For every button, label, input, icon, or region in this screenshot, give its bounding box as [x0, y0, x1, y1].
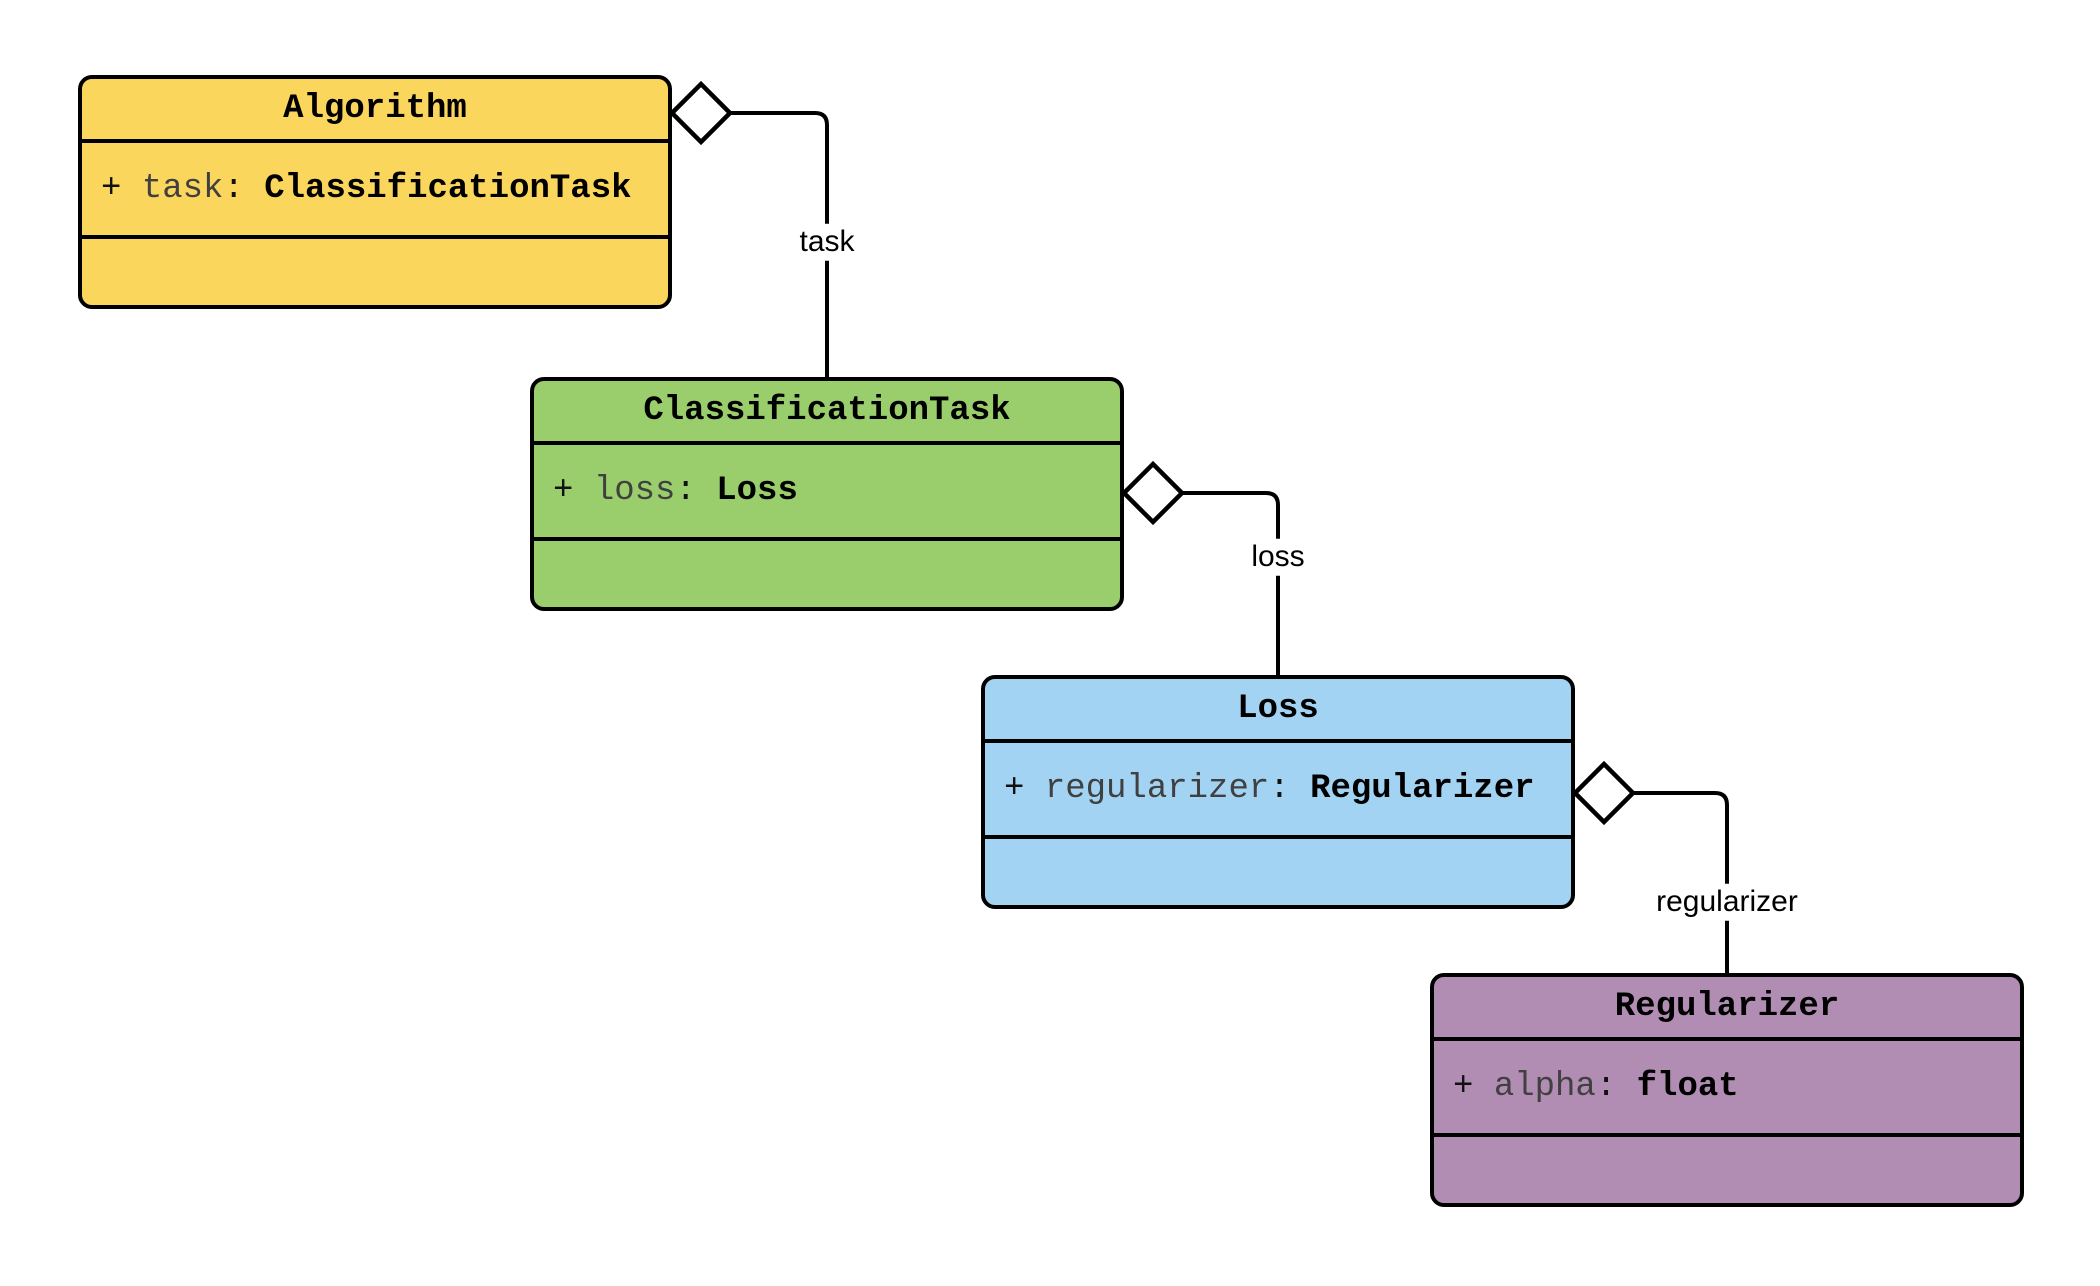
- attribute-type: Loss: [716, 472, 798, 510]
- attribute-name: loss: [593, 472, 676, 510]
- aggregation-diamond-icon: [1571, 760, 1637, 826]
- class-box-loss: Loss + regularizer: Regularizer: [981, 675, 1575, 909]
- edge-label-task: task: [792, 223, 862, 261]
- class-attribute-row: + loss: Loss: [534, 441, 1120, 537]
- attribute-colon: :: [223, 170, 244, 208]
- class-attribute-row: + task: ClassificationTask: [82, 139, 668, 235]
- class-title: ClassificationTask: [643, 392, 1011, 430]
- attribute-type: float: [1636, 1068, 1739, 1106]
- attribute-type: Regularizer: [1310, 770, 1535, 808]
- class-title: Regularizer: [1614, 988, 1840, 1026]
- attribute-name: regularizer: [1044, 770, 1270, 808]
- class-title: Algorithm: [283, 90, 467, 128]
- attribute-name: task: [141, 170, 224, 208]
- attribute-colon: :: [675, 472, 696, 510]
- attribute-visibility: +: [1453, 1068, 1474, 1106]
- class-box-classificationtask: ClassificationTask + loss: Loss: [530, 377, 1124, 611]
- edge-loss-connector: [1182, 491, 1280, 677]
- attribute-visibility: +: [1004, 770, 1025, 808]
- edge-label-loss: loss: [1244, 538, 1312, 576]
- class-box-regularizer: Regularizer + alpha: float: [1430, 973, 2024, 1207]
- edge-label-regularizer: regularizer: [1649, 883, 1805, 921]
- class-box-algorithm: Algorithm + task: ClassificationTask: [78, 75, 672, 309]
- attribute-visibility: +: [101, 170, 122, 208]
- attribute-colon: :: [1595, 1068, 1617, 1106]
- attribute-colon: :: [1269, 770, 1290, 808]
- class-methods-row: [985, 835, 1571, 905]
- edge-regularizer-connector: [1633, 791, 1729, 975]
- class-attribute-row: + alpha: float: [1434, 1037, 2020, 1133]
- class-methods-row: [1434, 1133, 2020, 1203]
- aggregation-diamond-icon: [1120, 460, 1186, 526]
- attribute-name: alpha: [1493, 1068, 1596, 1106]
- attribute-type: ClassificationTask: [264, 170, 632, 208]
- class-methods-row: [534, 537, 1120, 607]
- class-methods-row: [82, 235, 668, 305]
- aggregation-diamond-icon: [668, 80, 734, 146]
- class-title: Loss: [1237, 690, 1319, 728]
- edge-task-connector: [730, 111, 829, 379]
- class-attribute-row: + regularizer: Regularizer: [985, 739, 1571, 835]
- attribute-visibility: +: [553, 472, 574, 510]
